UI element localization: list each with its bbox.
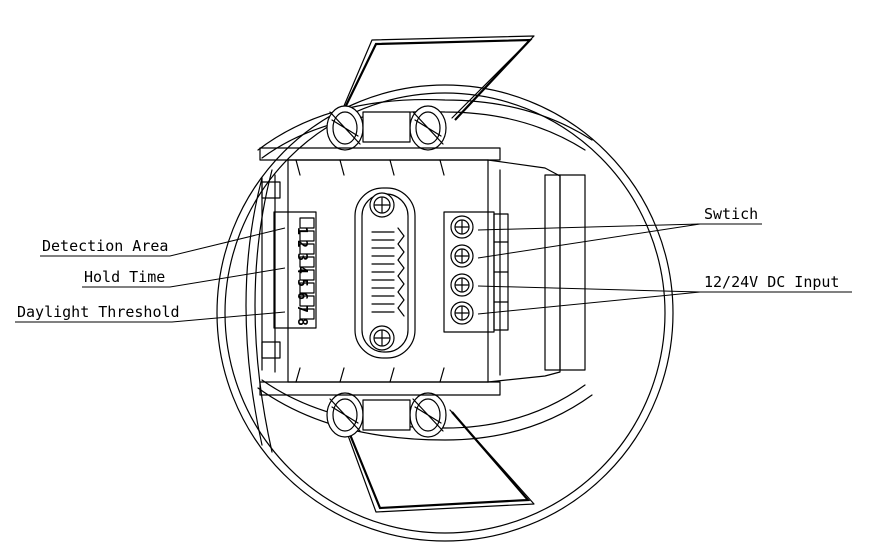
dip-switch: 1 2 3 4 5 6 7 8 — [273, 211, 317, 329]
dip-switch-levers — [299, 217, 315, 320]
switch-leader — [477, 223, 762, 259]
mounting-rings — [257, 99, 593, 441]
spring-clips — [326, 35, 535, 513]
bottom-coil-left — [326, 392, 364, 438]
dc-input-label: 12/24V DC Input — [704, 273, 839, 291]
dip-number: 4 — [294, 266, 309, 274]
terminal-screw-4-icon — [450, 301, 474, 325]
dip-number: 7 — [294, 305, 309, 313]
callout-labels: Detection Area Hold Time Daylight Thresh… — [17, 205, 839, 321]
terminal-block — [443, 211, 509, 333]
switch-label: Swtich — [704, 205, 758, 223]
terminal-screw-2-icon — [450, 244, 474, 268]
bottom-coil-right — [409, 392, 447, 438]
hold-time-label: Hold Time — [84, 268, 165, 286]
detection-area-leader — [40, 227, 286, 257]
dip-number: 6 — [294, 292, 309, 300]
top-screw-icon — [369, 192, 395, 218]
dip-number: 8 — [294, 318, 309, 326]
center-module — [354, 187, 416, 359]
daylight-threshold-leader — [15, 311, 286, 323]
bottom-screw-icon — [369, 325, 395, 351]
dip-switch-numbers: 1 2 3 4 5 6 7 8 — [294, 227, 309, 326]
dip-number: 3 — [294, 253, 309, 261]
daylight-threshold-label: Daylight Threshold — [17, 303, 180, 321]
dc-input-leader — [477, 285, 852, 315]
terminal-screw-3-icon — [450, 273, 474, 297]
top-coil-right — [409, 105, 447, 151]
sensor-housing — [216, 84, 674, 542]
top-coil-left — [326, 105, 364, 151]
dip-number: 2 — [294, 240, 309, 248]
dip-number: 1 — [294, 227, 309, 235]
leader-lines — [15, 223, 852, 323]
detection-area-label: Detection Area — [42, 237, 168, 255]
terminal-screw-1-icon — [450, 215, 474, 239]
dip-number: 5 — [294, 279, 309, 287]
hold-time-leader — [82, 267, 286, 288]
